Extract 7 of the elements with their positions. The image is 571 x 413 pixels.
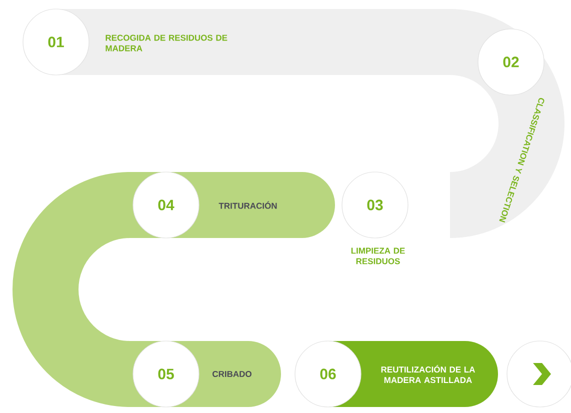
node-label: 06 (320, 368, 336, 380)
step-label: TRITURACIÓN (218, 201, 277, 209)
step-label: RECOGIDA DE RESIDUOS DE MADERA (106, 34, 228, 52)
step-label: LIMPIEZA DE RESIDUOS (351, 248, 405, 264)
arrow-button (506, 340, 571, 408)
step-label: REUTILIZACIÓN DE LA MADERA ASTILLADA (381, 364, 475, 384)
step-label: CRIBADO (212, 371, 252, 377)
